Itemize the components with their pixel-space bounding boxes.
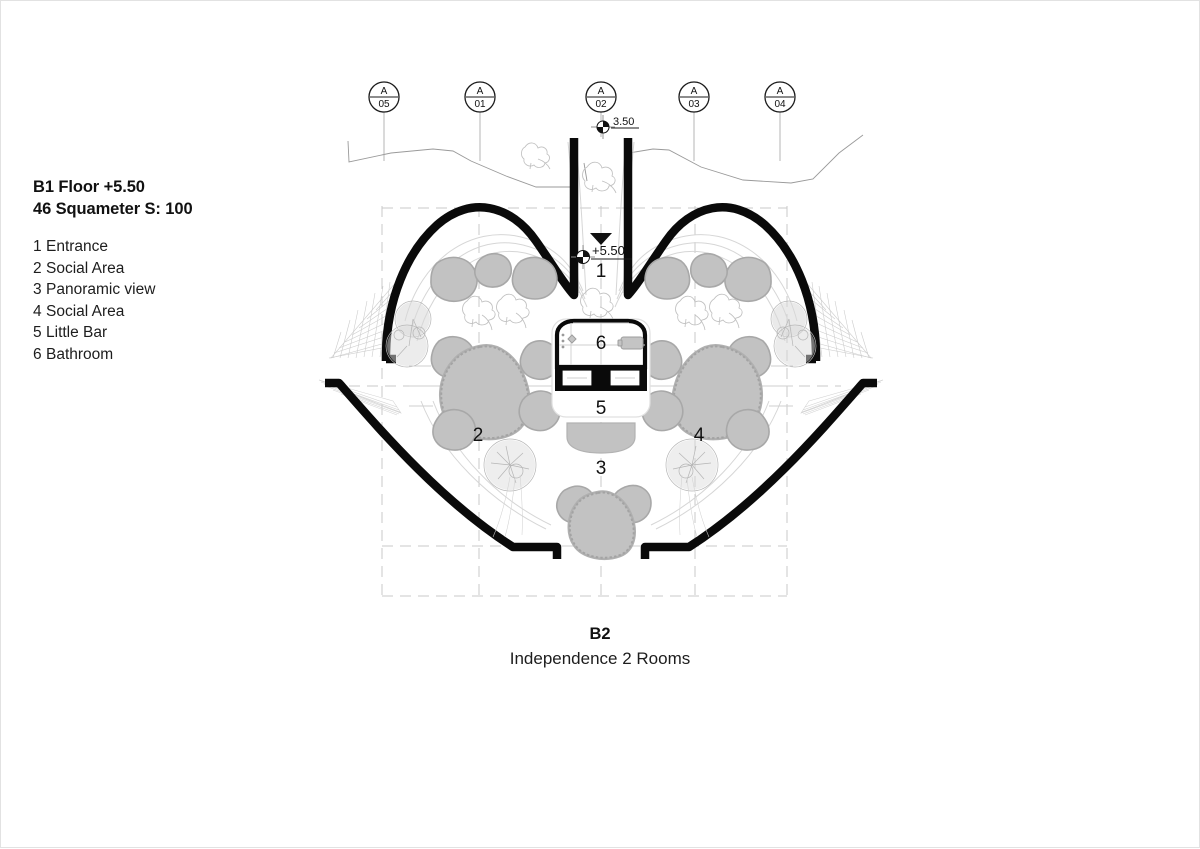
level-value: 3.50 <box>613 116 634 128</box>
caption-code: B2 <box>589 625 611 643</box>
plant-icon <box>580 287 614 320</box>
seat-blob <box>689 253 728 288</box>
grid-bubble-letter: A <box>381 86 388 97</box>
grid-bubble-number: 03 <box>688 99 700 110</box>
terrain-contours <box>347 134 864 188</box>
grid-bubble-letter: A <box>598 86 605 97</box>
terrain-tick <box>583 162 588 182</box>
plant-icon <box>709 293 743 329</box>
wall-lower-right <box>640 378 877 559</box>
plant-icon <box>582 161 617 194</box>
bathroom-fixtures-left <box>561 333 577 349</box>
grid-bubble-a05: A 05 <box>368 81 400 161</box>
legend-room-number: 1 <box>33 238 42 255</box>
legend-room-label: Little Bar <box>46 324 108 341</box>
legend-room-label: Social Area <box>46 259 125 277</box>
plan-room-numbers: 1 2 3 4 5 6 <box>473 261 705 479</box>
furniture-cluster-left <box>430 253 561 451</box>
legend-room-number: 4 <box>33 302 42 320</box>
wall-lower-left <box>325 378 562 559</box>
bathroom-fixture-right <box>617 336 644 350</box>
sheet-caption: B2 Independence 2 Rooms <box>1 623 1199 671</box>
legend-title-line-1: B1 Floor +5.50 <box>33 178 145 196</box>
grid-bubble-a03: A 03 <box>678 81 710 161</box>
panoramic-counter <box>566 422 636 454</box>
shrub-left-corner <box>385 300 432 368</box>
plan-room-number-2: 2 <box>473 425 484 446</box>
terrain-contour-left <box>347 140 577 188</box>
level-marker-550: +5.50 <box>571 233 632 269</box>
table-top <box>568 491 635 559</box>
legend-room-label: Bathroom <box>46 345 114 363</box>
level-marker-350: 3.50 <box>591 115 639 139</box>
seat-blob <box>644 256 691 300</box>
grid-bubble-a04: A 04 <box>764 81 796 161</box>
tree-lower-right <box>665 438 719 538</box>
legend-room-number: 2 <box>33 259 42 277</box>
terrain-contour-right <box>628 134 864 184</box>
bar-pillar <box>593 365 609 391</box>
legend-room-number: 3 <box>33 281 42 298</box>
grid-bubble-a01: A 01 <box>464 81 496 161</box>
grid-bubble-number: 02 <box>595 99 607 110</box>
plant-cluster-upper <box>521 142 617 320</box>
tree-lower-left <box>483 438 537 538</box>
furniture-cluster-right <box>641 253 772 451</box>
legend-room-label: Entrance <box>46 238 109 255</box>
plan-room-number-3: 3 <box>596 458 607 479</box>
seat-blob <box>432 408 477 451</box>
shrub-right-corner <box>770 300 817 368</box>
plan-room-number-6: 6 <box>596 333 607 354</box>
seat-blob <box>725 408 770 451</box>
caption-name: Independence 2 Rooms <box>509 649 691 668</box>
seat-blob <box>474 253 513 288</box>
legend-room-number: 6 <box>33 345 42 363</box>
canopy-fan-right-lower <box>800 379 884 416</box>
plan-room-number-1: 1 <box>596 261 607 282</box>
seat-blob <box>724 256 772 303</box>
plant-icon <box>521 142 551 170</box>
grid-bubble-number: 05 <box>378 99 390 110</box>
seat-blob <box>511 256 558 300</box>
direction-arrow <box>590 233 612 245</box>
grid-bubble-letter: A <box>691 86 698 97</box>
plan-room-number-5: 5 <box>596 398 607 419</box>
legend-title-line-2: 46 Squameter S: 100 <box>33 200 193 218</box>
seat-blob <box>430 256 478 303</box>
grid-bubble-number: 04 <box>774 99 786 110</box>
plan-room-number-4: 4 <box>694 425 705 446</box>
plant-icon <box>462 295 496 331</box>
legend-room-label: Social Area <box>46 302 125 320</box>
grid-bubbles: A 05 A 01 A 02 <box>368 81 796 161</box>
plant-icon <box>675 295 709 331</box>
legend-room-number: 5 <box>33 324 42 341</box>
grid-bubble-letter: A <box>477 86 484 97</box>
level-value: +5.50 <box>592 243 625 258</box>
central-core-module <box>551 318 651 418</box>
plant-icon <box>496 293 530 329</box>
furniture-cluster-bottom <box>556 484 652 560</box>
plant-cluster-interior <box>462 293 743 331</box>
grid-bubble-letter: A <box>777 86 784 97</box>
legend-room-label: Panoramic view <box>46 281 156 298</box>
grid-bubble-number: 01 <box>474 99 486 110</box>
